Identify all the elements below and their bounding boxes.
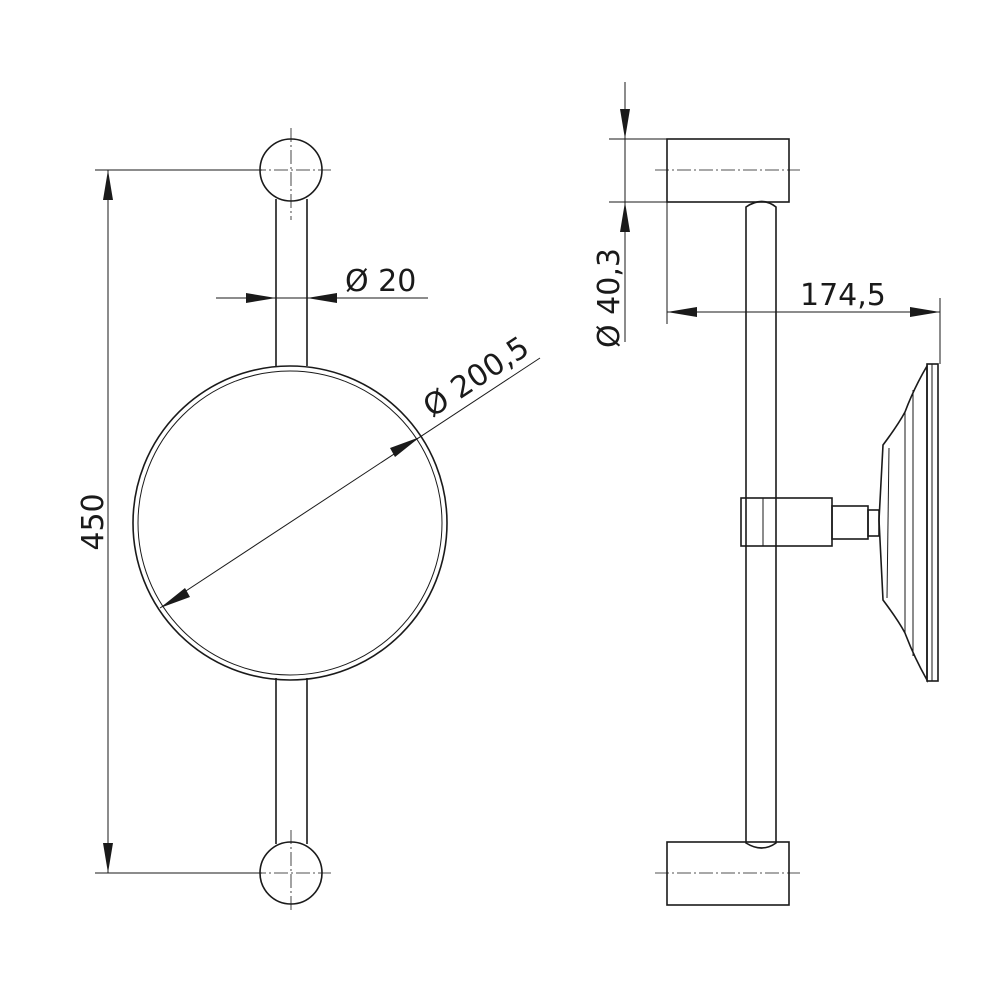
side-view — [655, 138, 939, 906]
mirror-glass — [137, 370, 443, 676]
rod-diameter-label: Ø 20 — [345, 264, 416, 299]
mirror-diameter-label: Ø 200,5 — [417, 330, 536, 425]
mirror-head-profile — [878, 363, 928, 684]
rod-lower — [275, 678, 308, 844]
front-view — [132, 128, 448, 912]
bottom-bracket — [666, 841, 790, 906]
pivot-joint — [867, 509, 880, 537]
projection-depth-label: 174,5 — [800, 278, 886, 313]
top-bracket — [666, 138, 790, 203]
clamp-block — [740, 497, 833, 547]
height-dimension: 450 — [76, 169, 262, 874]
bracket-diameter-dimension: Ø 40,3 — [592, 82, 667, 348]
bracket-diameter-label: Ø 40,3 — [592, 248, 627, 348]
arrow-down — [103, 843, 113, 873]
height-dimension-label: 450 — [76, 493, 111, 550]
arrow-up — [103, 170, 113, 200]
projection-dimension: 174,5 — [666, 202, 941, 364]
mirror-diameter-dimension: Ø 200,5 — [159, 330, 541, 609]
mirror-outer-ring — [132, 365, 448, 681]
rod-upper — [275, 199, 308, 366]
rod-diameter-dimension: Ø 20 — [216, 264, 428, 303]
clamp-neck — [831, 505, 869, 540]
side-rod — [745, 200, 777, 849]
